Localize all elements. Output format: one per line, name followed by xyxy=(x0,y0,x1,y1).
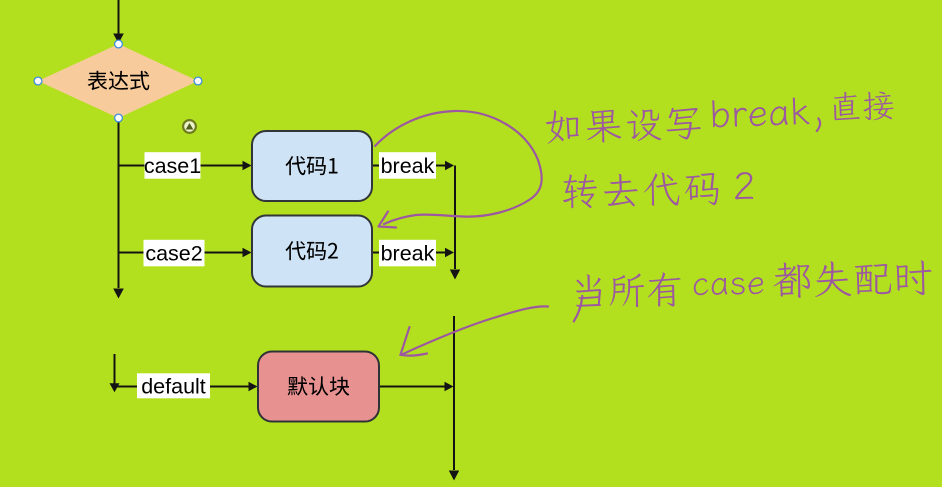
svg-text:case1: case1 xyxy=(144,154,201,178)
svg-text:default: default xyxy=(141,374,206,398)
svg-text:break: break xyxy=(381,154,435,178)
svg-text:case2: case2 xyxy=(145,242,202,266)
svg-text:break: break xyxy=(381,242,435,266)
